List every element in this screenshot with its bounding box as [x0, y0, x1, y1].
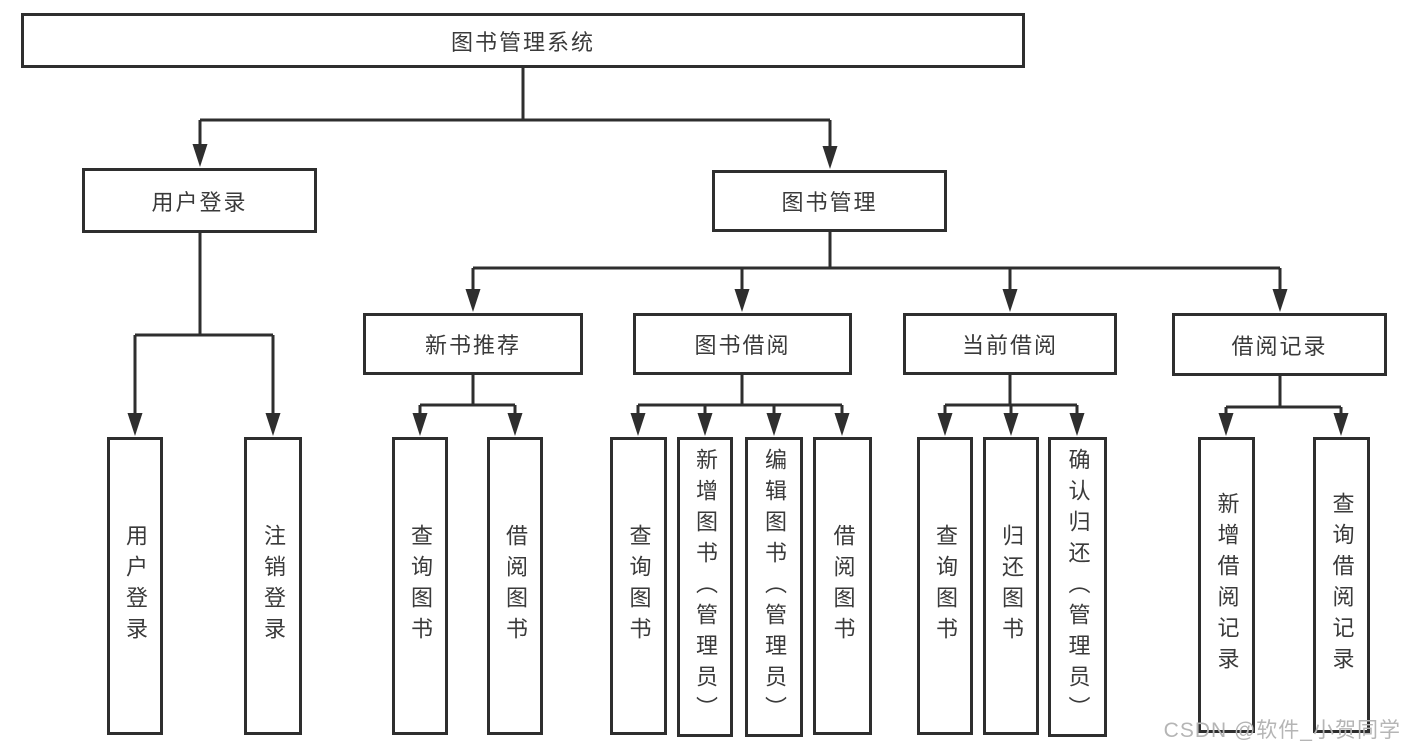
- arrowheads: [127, 144, 1349, 436]
- node-label: 新增图书（管理员）: [693, 447, 718, 727]
- node-current-borrowing: 当前借阅: [903, 313, 1117, 375]
- leaf-current-confirm-return-admin: 确认归还（管理员）: [1048, 437, 1107, 737]
- arrow-down-icon: [937, 413, 953, 436]
- leaf-user-login: 用户登录: [107, 437, 163, 735]
- leaf-current-query-books: 查询图书: [917, 437, 973, 735]
- node-label: 新增借阅记录: [1214, 492, 1240, 678]
- node-label: 用户登录: [151, 189, 248, 215]
- leaf-newbook-query-books: 查询图书: [392, 437, 448, 735]
- leaf-records-add-borrow-record: 新增借阅记录: [1198, 437, 1255, 733]
- node-label: 借阅记录: [1231, 333, 1328, 359]
- arrow-down-icon: [127, 413, 143, 436]
- leaf-borrowing-borrow-books: 借阅图书: [813, 437, 872, 735]
- leaf-current-return-books: 归还图书: [983, 437, 1039, 735]
- arrow-down-icon: [766, 413, 782, 436]
- node-label: 查询图书: [626, 524, 652, 648]
- node-label: 注销登录: [261, 524, 286, 648]
- arrow-down-icon: [192, 144, 208, 167]
- node-label: 查询图书: [408, 524, 433, 648]
- node-book-management: 图书管理: [712, 170, 947, 232]
- node-borrowing-records: 借阅记录: [1172, 313, 1387, 376]
- arrow-down-icon: [1069, 413, 1085, 436]
- arrow-down-icon: [834, 413, 850, 436]
- leaf-records-query-borrow-record: 查询借阅记录: [1313, 437, 1370, 733]
- arrow-down-icon: [1002, 289, 1018, 312]
- node-label: 图书借阅: [694, 333, 791, 358]
- node-label: 新书推荐: [424, 333, 521, 358]
- leaf-borrowing-edit-books-admin: 编辑图书（管理员）: [745, 437, 803, 737]
- arrow-down-icon: [265, 413, 281, 436]
- arrow-down-icon: [630, 413, 646, 436]
- node-label: 查询图书: [933, 524, 958, 648]
- node-label: 当前借阅: [961, 333, 1058, 358]
- leaf-borrowing-query-books: 查询图书: [610, 437, 667, 735]
- arrow-down-icon: [412, 413, 428, 436]
- arrow-down-icon: [822, 146, 838, 169]
- arrow-down-icon: [507, 413, 523, 436]
- node-user-login: 用户登录: [82, 168, 317, 233]
- node-book-borrowing: 图书借阅: [633, 313, 852, 375]
- node-root-library-system: 图书管理系统: [21, 13, 1025, 68]
- node-label: 编辑图书（管理员）: [762, 447, 787, 727]
- leaf-logout: 注销登录: [244, 437, 302, 735]
- node-label: 图书管理系统: [450, 29, 595, 55]
- arrow-down-icon: [734, 289, 750, 312]
- node-label: 图书管理: [781, 190, 878, 215]
- leaf-borrowing-add-books-admin: 新增图书（管理员）: [677, 437, 733, 737]
- node-label: 归还图书: [999, 524, 1024, 648]
- arrow-down-icon: [697, 413, 713, 436]
- arrow-down-icon: [1333, 413, 1349, 436]
- csdn-watermark: CSDN @软件_小贺同学: [1163, 719, 1401, 742]
- node-new-book-recommend: 新书推荐: [363, 313, 583, 375]
- node-label: 借阅图书: [503, 524, 528, 648]
- node-label: 用户登录: [123, 524, 148, 648]
- arrow-down-icon: [1003, 413, 1019, 436]
- node-label: 借阅图书: [830, 524, 856, 648]
- arrow-down-icon: [1272, 289, 1288, 312]
- leaf-newbook-borrow-books: 借阅图书: [487, 437, 543, 735]
- node-label: 查询借阅记录: [1329, 492, 1355, 678]
- arrow-down-icon: [1218, 413, 1234, 436]
- arrow-down-icon: [465, 289, 481, 312]
- node-label: 确认归还（管理员）: [1065, 447, 1091, 727]
